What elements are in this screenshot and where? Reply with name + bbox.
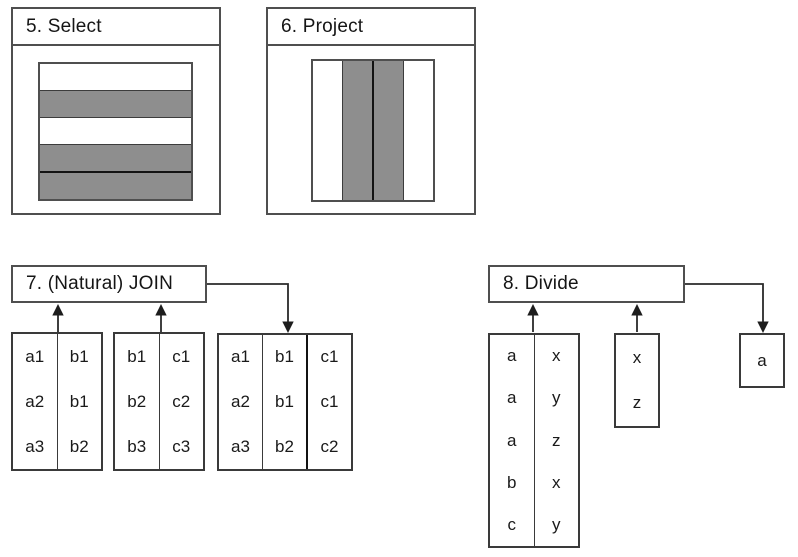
arrow-up-icon [631, 304, 643, 316]
join-title-label: 7. (Natural) JOIN [26, 273, 173, 294]
table-cell: a [507, 388, 517, 408]
arrow-up-icon [52, 304, 64, 316]
stripe-gray [342, 61, 372, 200]
table-column: a1 a2 a3 [219, 335, 263, 469]
table-cell: a2 [231, 392, 250, 411]
stripe-white [403, 61, 433, 200]
table-cell: b1 [275, 347, 294, 367]
stripe-white [40, 64, 191, 90]
select-title-label: 5. Select [26, 15, 102, 37]
arrow-down-icon [282, 321, 294, 333]
stripe-white [40, 117, 191, 144]
table-column: c1 c1 c2 [308, 335, 351, 469]
divide-input-arrow-2 [631, 304, 643, 332]
table-cell: y [552, 514, 561, 534]
join-title-box: 7. (Natural) JOIN [11, 265, 207, 303]
select-title: 5. Select [13, 9, 219, 46]
table-column: b1 b1 b2 [263, 335, 308, 469]
divide-input-arrow-1 [527, 304, 539, 332]
table-cell: c3 [172, 436, 191, 456]
table-cell: c1 [320, 392, 339, 411]
table-cell: b1 [127, 346, 147, 366]
join-result-arrow [207, 283, 294, 333]
table-cell: b1 [69, 391, 89, 411]
project-title-label: 6. Project [281, 15, 364, 37]
join-input-table-2: b1 b2 b3 c1 c2 c3 [113, 332, 205, 471]
table-cell: b3 [127, 436, 147, 456]
join-input-table-1: a1 a2 a3 b1 b1 b2 [11, 332, 103, 471]
table-cell: a1 [231, 347, 250, 367]
table-cell: z [552, 430, 561, 450]
stripe-gray [40, 90, 191, 117]
table-column: a1 a2 a3 [13, 334, 58, 469]
table-column: a a a b c [490, 335, 535, 546]
table-cell: x [552, 346, 561, 366]
stripe-gray [40, 144, 191, 171]
table-cell: c2 [320, 436, 339, 456]
table-cell: b2 [127, 391, 147, 411]
table-cell: x [632, 347, 642, 367]
table-cell: x [552, 472, 561, 492]
table-column: b1 b1 b2 [58, 334, 102, 469]
table-cell: b2 [69, 436, 89, 456]
divide-dividend-table: a a a b c x y z x y [488, 333, 580, 548]
table-cell: a3 [25, 436, 45, 456]
stripe-white [313, 61, 342, 200]
arrow-up-icon [527, 304, 539, 316]
table-cell: b2 [275, 436, 294, 456]
table-cell: y [552, 388, 561, 408]
join-result-table: a1 a2 a3 b1 b1 b2 c1 c1 c2 [217, 333, 353, 471]
table-cell: b1 [69, 346, 89, 366]
table-cell: a3 [231, 436, 250, 456]
divide-result-arrow [685, 283, 769, 333]
join-input-arrow-2 [155, 304, 167, 332]
table-cell: a [507, 346, 517, 366]
project-relation-figure [311, 59, 435, 202]
join-input-arrow-1 [52, 304, 64, 332]
arrow-down-icon [757, 321, 769, 333]
table-cell: c [507, 514, 517, 534]
table-cell: b1 [275, 392, 294, 411]
divide-title-box: 8. Divide [488, 265, 685, 303]
arrow-up-icon [155, 304, 167, 316]
table-cell: c1 [172, 346, 191, 366]
table-column: x y z x y [535, 335, 579, 546]
stripe-gray [40, 171, 191, 199]
table-cell: a2 [25, 391, 45, 411]
table-cell: z [632, 393, 642, 413]
project-title: 6. Project [268, 9, 474, 46]
select-relation-figure [38, 62, 193, 201]
table-cell: a [757, 350, 767, 370]
table-cell: c1 [320, 347, 339, 367]
table-column: b1 b2 b3 [115, 334, 160, 469]
table-cell: b [507, 472, 517, 492]
stripe-gray [372, 61, 403, 200]
divide-title-label: 8. Divide [503, 273, 579, 294]
table-column: a [741, 335, 783, 386]
table-column: c1 c2 c3 [160, 334, 204, 469]
table-cell: a1 [25, 346, 45, 366]
table-cell: a [507, 430, 517, 450]
divide-result-table: a [739, 333, 785, 388]
table-cell: c2 [172, 391, 191, 411]
